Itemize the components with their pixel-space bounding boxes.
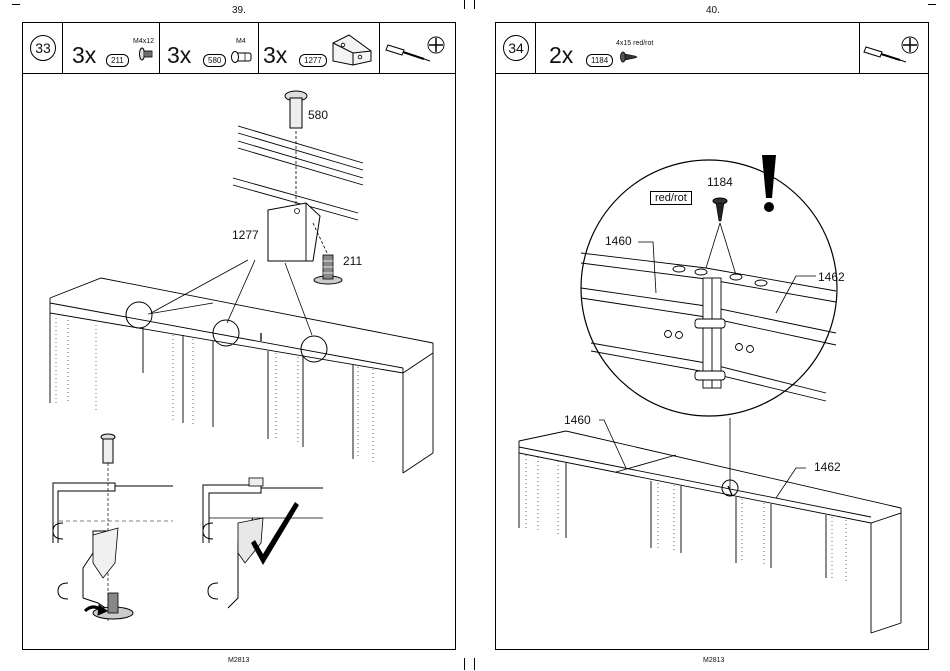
page-footer-left: M2813 [228,657,249,664]
bolt-580-illustration [23,23,457,651]
callout-1462-overview: 1462 [814,460,841,474]
page-footer-right: M2813 [703,657,724,664]
instruction-page-right: 34 2x 1184 4x15 red/rot [495,22,929,650]
crop-mark [464,0,465,9]
callout-red-rot: red/rot [650,191,692,205]
page-number-left: 39. [232,5,246,16]
callout-1184: 1184 [707,175,733,189]
crop-mark [474,658,475,670]
rail-joint-illustration [496,23,930,651]
crop-mark [12,4,20,5]
callout-1277: 1277 [232,228,259,242]
callout-1460-overview: 1460 [564,413,591,427]
callout-1460-detail: 1460 [605,234,632,248]
crop-mark [474,0,475,9]
crop-mark [928,4,936,5]
page-number-right: 40. [706,5,720,16]
callout-580: 580 [308,108,328,122]
callout-211: 211 [343,254,362,268]
callout-1462-detail: 1462 [818,270,845,284]
instruction-page-left: 33 3x 211 M4x12 3x 580 M4 3x [22,22,456,650]
crop-mark [464,658,465,670]
